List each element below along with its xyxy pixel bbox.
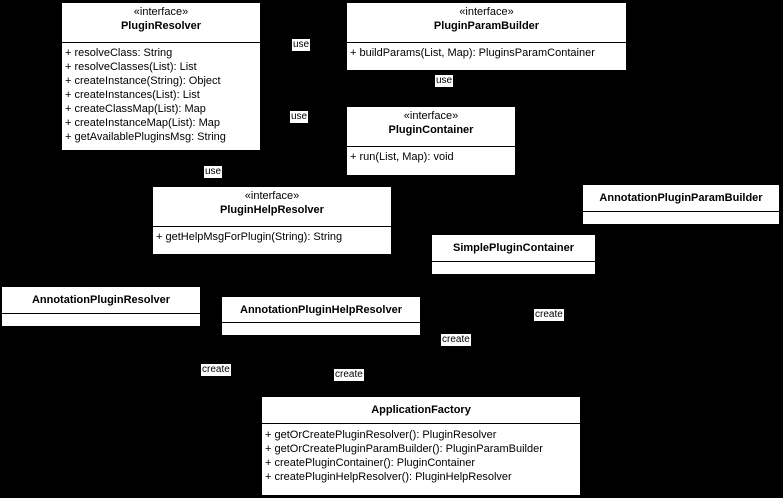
class-application-factory[interactable]: ApplicationFactory + getOrCreatePluginRe… (261, 396, 581, 496)
class-name: AnnotationPluginParamBuilder (599, 192, 763, 204)
member: + createPluginHelpResolver(): PluginHelp… (265, 471, 512, 483)
edge-label-use: use (435, 75, 454, 87)
edge-label-use: use (290, 111, 309, 123)
edge-label-create: create (201, 364, 231, 376)
member: + createInstances(List): List (65, 89, 200, 101)
class-header: «interface» PluginResolver (62, 3, 260, 43)
class-header: SimplePluginContainer (432, 235, 595, 262)
edge-label-use: use (292, 39, 311, 51)
class-plugin-container[interactable]: «interface» PluginContainer + run(List, … (346, 106, 516, 176)
class-members: + getOrCreatePluginResolver(): PluginRes… (262, 424, 580, 484)
member: + createInstance(String): Object (65, 75, 221, 87)
class-plugin-help-resolver[interactable]: «interface» PluginHelpResolver + getHelp… (152, 186, 392, 255)
class-plugin-resolver[interactable]: «interface» PluginResolver + resolveClas… (61, 2, 261, 151)
class-name: PluginParamBuilder (433, 20, 540, 32)
member: + createPluginContainer(): PluginContain… (265, 457, 476, 469)
class-header: «interface» PluginHelpResolver (153, 187, 391, 227)
edge-label-create: create (441, 334, 471, 346)
class-annotation-plugin-help-resolver[interactable]: AnnotationPluginHelpResolver (221, 296, 421, 336)
member: + createInstanceMap(List): Map (65, 117, 220, 129)
member: + getOrCreatePluginParamBuilder(): Plugi… (265, 443, 543, 455)
class-name: PluginResolver (120, 20, 202, 32)
member: + getHelpMsgForPlugin(String): String (156, 231, 343, 243)
class-members: + run(List, Map): void (347, 147, 515, 164)
class-header: AnnotationPluginParamBuilder (583, 185, 779, 212)
class-header: «interface» PluginContainer (347, 107, 515, 147)
class-members: + getHelpMsgForPlugin(String): String (153, 227, 391, 244)
edge-label-use: use (204, 166, 223, 178)
member: + buildParams(List, Map): PluginsParamCo… (350, 47, 595, 59)
class-members: + resolveClass: String + resolveClasses(… (62, 43, 260, 144)
class-annotation-plugin-resolver[interactable]: AnnotationPluginResolver (1, 286, 201, 327)
stereotype-label: «interface» (403, 110, 459, 122)
class-header: AnnotationPluginResolver (2, 287, 200, 314)
edge-label-create: create (534, 309, 564, 321)
class-name: SimplePluginContainer (452, 242, 574, 254)
class-name: PluginContainer (388, 124, 474, 136)
class-name: PluginHelpResolver (220, 204, 324, 216)
member: + run(List, Map): void (350, 151, 454, 163)
member: + resolveClasses(List): List (65, 61, 197, 73)
class-name: AnnotationPluginHelpResolver (240, 304, 402, 316)
class-plugin-param-builder[interactable]: «interface» PluginParamBuilder + buildPa… (346, 2, 627, 71)
class-header: AnnotationPluginHelpResolver (222, 297, 420, 323)
stereotype-label: «interface» (459, 6, 514, 18)
class-members: + buildParams(List, Map): PluginsParamCo… (347, 43, 626, 60)
edge-label-create: create (334, 369, 364, 381)
class-simple-plugin-container[interactable]: SimplePluginContainer (431, 234, 596, 275)
member: + getAvailablePluginsMsg: String (65, 131, 226, 143)
stereotype-label: «interface» (244, 190, 300, 202)
class-header: ApplicationFactory (262, 397, 580, 424)
member: + resolveClass: String (65, 47, 173, 59)
class-annotation-plugin-param-builder[interactable]: AnnotationPluginParamBuilder (582, 184, 780, 225)
class-header: «interface» PluginParamBuilder (347, 3, 626, 43)
member: + getOrCreatePluginResolver(): PluginRes… (265, 429, 497, 441)
class-name: AnnotationPluginResolver (31, 294, 171, 306)
class-name: ApplicationFactory (371, 404, 471, 416)
stereotype-label: «interface» (133, 6, 189, 18)
member: + createClassMap(List): Map (65, 103, 206, 115)
